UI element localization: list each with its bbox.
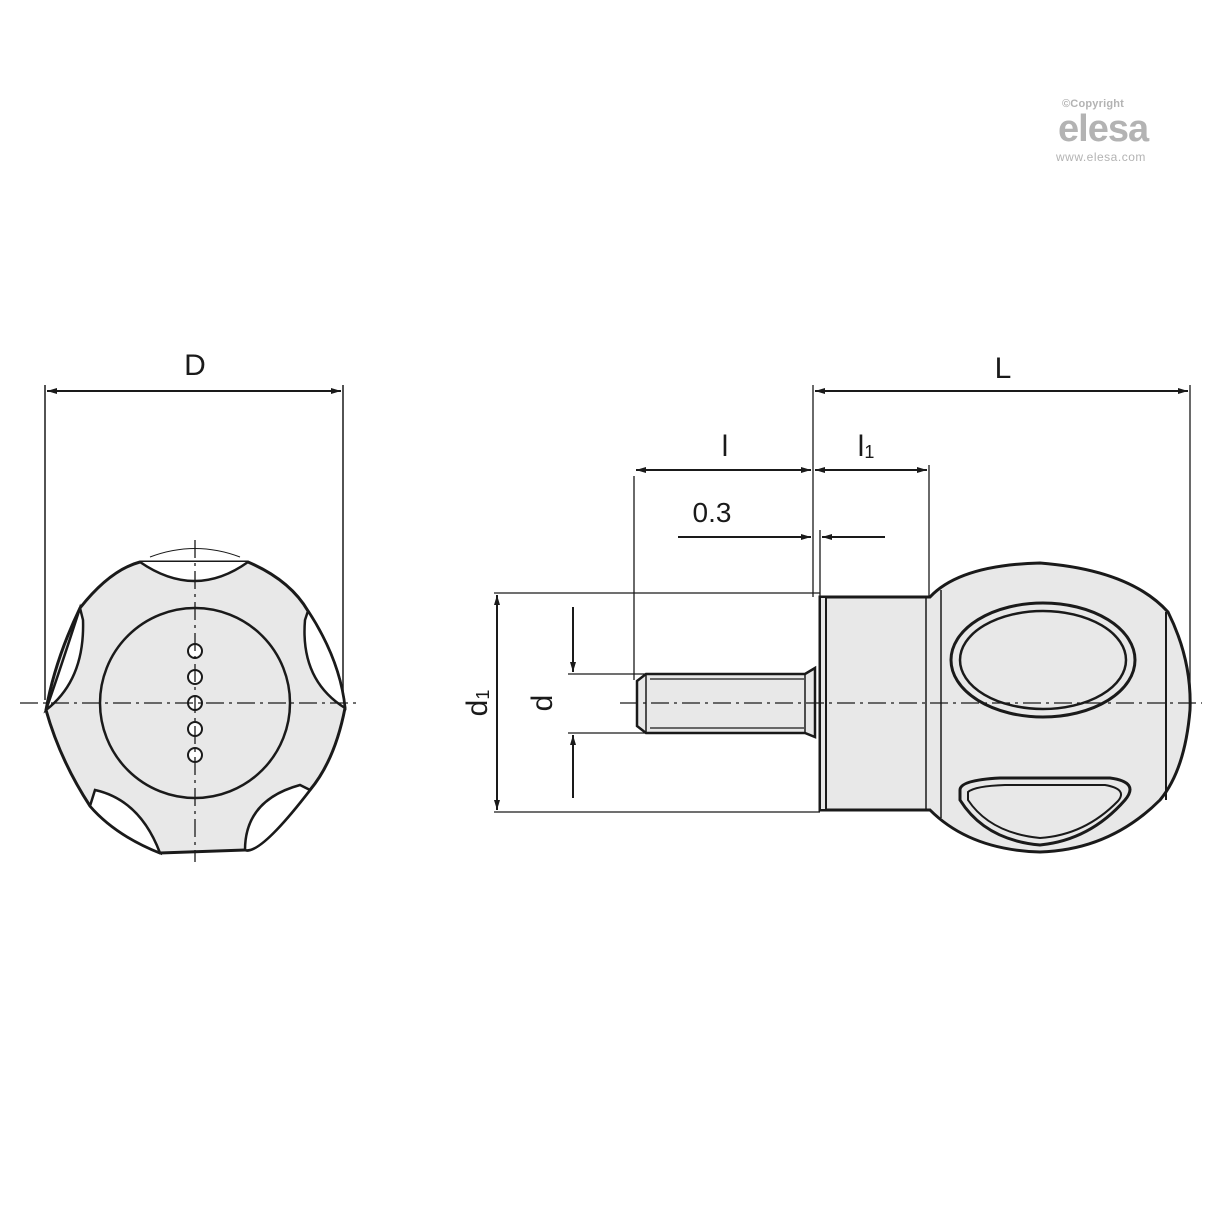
front-view: D (20, 349, 356, 862)
extension-lines (494, 385, 1191, 813)
copyright-text: ©Copyright (1062, 98, 1125, 110)
dimension-D (44, 385, 344, 700)
label-gap-0-3: 0.3 (693, 497, 732, 528)
label-d1: d1 (461, 690, 494, 717)
elesa-logo: ©Copyright elesa www.elesa.com (1056, 98, 1206, 164)
side-view: L l l1 0.3 d d1 (461, 352, 1202, 854)
front-centerlines (20, 540, 356, 862)
knob-side-body (818, 561, 1192, 854)
label-L: L (995, 352, 1012, 385)
dimension-lines (494, 388, 1188, 810)
brand-name: elesa (1058, 108, 1149, 150)
label-l: l (722, 430, 729, 463)
brand-url: www.elesa.com (1056, 150, 1146, 164)
label-d: d (526, 695, 559, 712)
label-D: D (184, 349, 206, 382)
label-l1: l1 (858, 430, 875, 463)
